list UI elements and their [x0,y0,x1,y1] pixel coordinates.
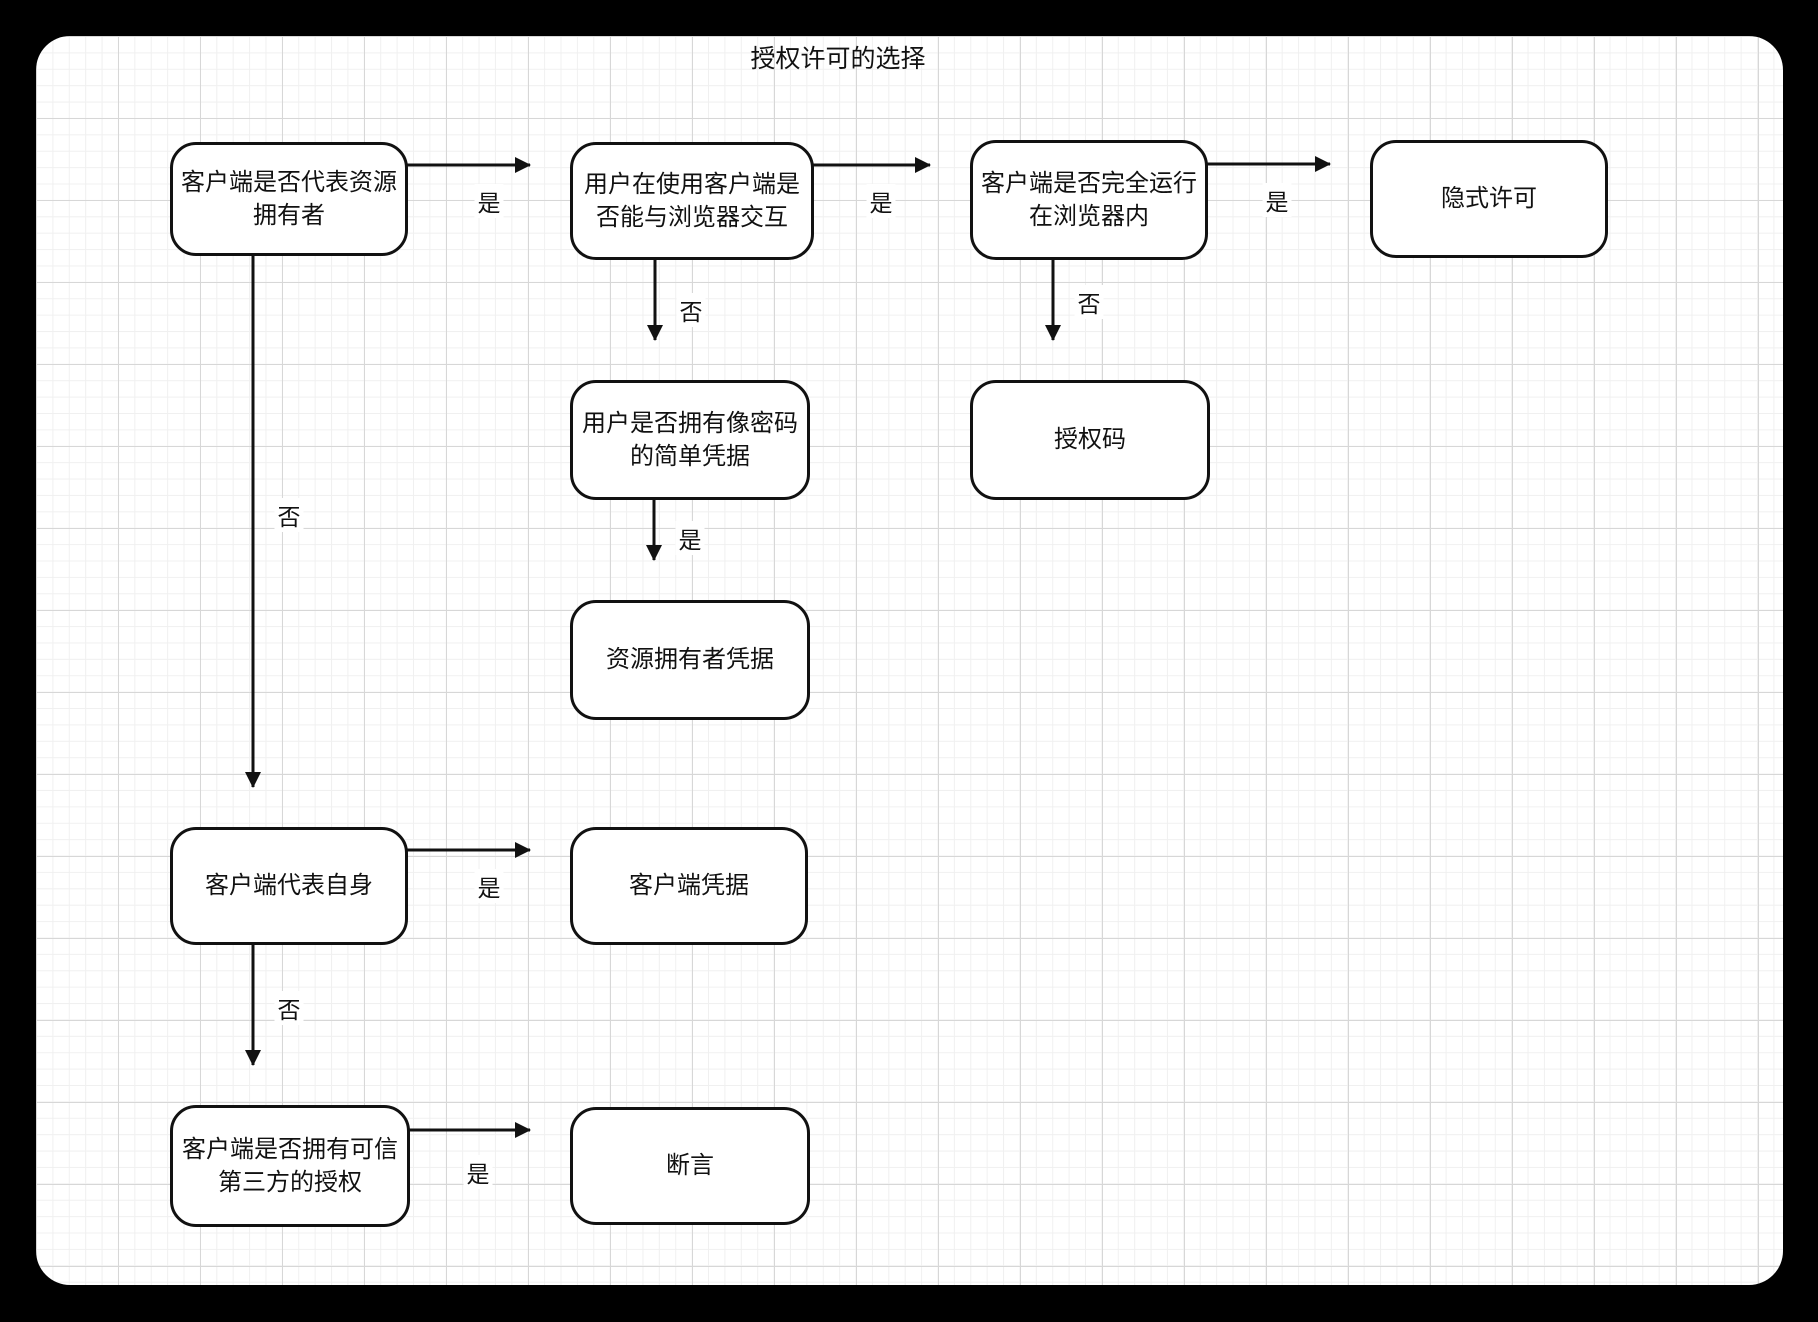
node-label-line: 用户在使用客户端是 [584,170,800,198]
node-label-line: 用户是否拥有像密码 [582,409,798,437]
edge-label-yes: 是 [866,184,896,218]
node-user-has-password-like-credentials: 用户是否拥有像密码 的简单凭据 [570,380,810,500]
node-label-line: 客户端凭据 [629,872,749,900]
node-assertion: 断言 [570,1107,810,1225]
edge-label-yes: 是 [675,521,705,555]
node-label-line: 客户端是否代表资源 [181,168,397,196]
node-client-on-behalf-of-owner: 客户端是否代表资源 拥有者 [170,142,408,256]
edge-label-no: 否 [274,498,304,532]
node-client-credentials: 客户端凭据 [570,827,808,945]
node-label-line: 在浏览器内 [1029,203,1149,230]
edge-label-no: 否 [1074,285,1104,319]
node-label-line: 否能与浏览器交互 [596,204,788,231]
node-label-line: 断言 [666,1152,714,1180]
edge-label-yes: 是 [474,869,504,903]
node-label-line: 的简单凭据 [630,443,750,470]
node-authorization-code: 授权码 [970,380,1210,500]
edge-label-yes: 是 [474,184,504,218]
node-label-line: 客户端代表自身 [205,872,373,900]
edge-label-no: 否 [274,991,304,1025]
edge-label-no: 否 [676,293,706,327]
node-label-line: 客户端是否完全运行 [981,169,1197,197]
node-label-line: 资源拥有者凭据 [606,646,774,674]
edge-label-yes: 是 [463,1155,493,1189]
node-client-acts-for-itself: 客户端代表自身 [170,827,408,945]
diagram-title: 授权许可的选择 [750,45,926,73]
node-implicit-grant: 隐式许可 [1370,140,1608,258]
node-user-can-interact-with-browser: 用户在使用客户端是 否能与浏览器交互 [570,142,814,260]
edge-label-yes: 是 [1262,183,1292,217]
node-label-line: 第三方的授权 [218,1169,362,1196]
node-label-line: 隐式许可 [1441,185,1537,213]
node-label-line: 客户端是否拥有可信 [182,1135,398,1163]
node-label-line: 授权码 [1054,426,1126,454]
node-client-runs-entirely-in-browser: 客户端是否完全运行 在浏览器内 [970,140,1208,260]
node-client-has-trusted-third-party-authorization: 客户端是否拥有可信 第三方的授权 [170,1105,410,1227]
node-label-line: 拥有者 [253,202,325,229]
node-resource-owner-credentials: 资源拥有者凭据 [570,600,810,720]
